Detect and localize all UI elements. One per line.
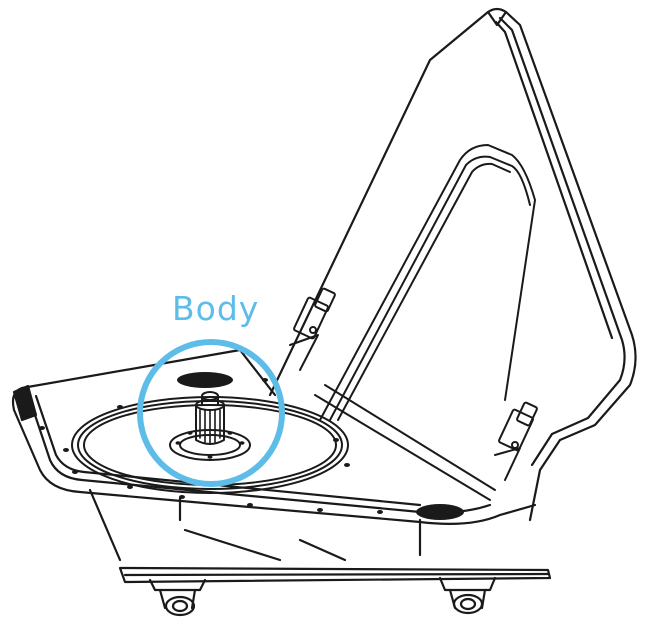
base-plate — [11, 348, 537, 562]
center-spindle — [195, 391, 225, 445]
left-clamp — [289, 287, 336, 371]
body-callout-label: Body — [172, 289, 260, 328]
right-clamp — [494, 401, 538, 481]
screw-holes — [39, 378, 383, 514]
body-callout-circle — [137, 339, 285, 487]
caster-wheels — [158, 588, 487, 617]
bottom-rail — [118, 566, 552, 592]
outer-frame — [268, 7, 637, 522]
pads — [177, 372, 464, 520]
inner-frame — [314, 144, 536, 501]
